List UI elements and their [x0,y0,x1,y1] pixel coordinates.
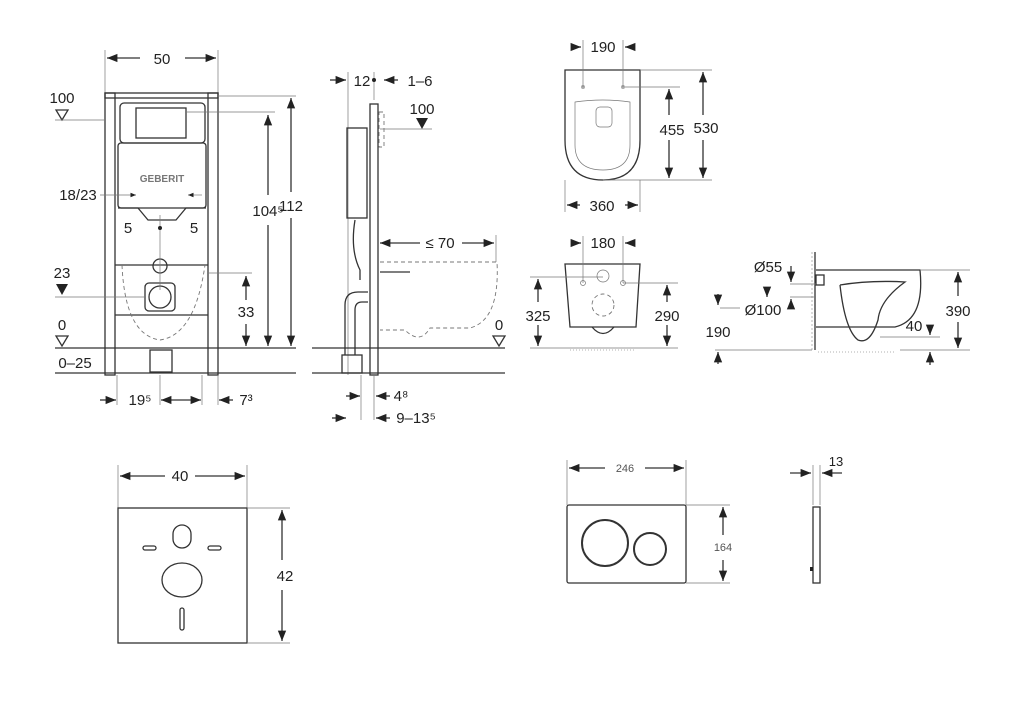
toilet-plan-view: 190 455 530 360 [564,39,719,215]
dim-inner-length: 455 [659,122,684,139]
dim-inner-height: 104⁵ [252,203,283,220]
toilet-side-view: Ø55 Ø100 190 40 390 [705,252,971,365]
dim-hole-spacing-plan: 190 [590,39,615,56]
dim-mat-width: 40 [172,468,189,485]
dim-cutout: 18/23 [59,187,97,204]
dim-plate-width: 246 [616,463,634,475]
dim-inlet-diameter: Ø55 [754,259,782,276]
dim-offset-left: 5 [124,220,132,237]
flush-plate: 246 164 13 [566,454,843,584]
frame-front-view: 50 GEBERIT 100 18/23 5 5 23 0 0–25 [49,50,303,409]
dim-rim-drop: 40 [906,318,923,335]
dim-outlet-diameter: Ø100 [745,302,782,319]
dim-drain-height: 33 [238,304,255,321]
dim-foot-right: 7³ [239,392,252,409]
dim-pipe-range: 9–13⁵ [396,410,436,427]
flush-plate-body [566,504,687,584]
level-floor-side: 0 [495,317,503,334]
brand-logo: GEBERIT [140,174,184,185]
dim-toilet-height: 390 [945,303,970,320]
frame-side-view: 12 1–6 100 ≤ 70 0 4⁸ 9–13⁵ [312,72,507,427]
dim-offset-right: 5 [190,220,198,237]
dim-mat-height: 42 [277,568,294,585]
dim-height-right: 290 [654,308,679,325]
level-top: 100 [49,90,74,107]
flush-button-large [581,519,629,567]
level-drain: 23 [54,265,71,282]
dim-height-left: 325 [525,308,550,325]
dim-plate-height: 164 [714,542,732,554]
dim-hole-spacing-front: 180 [590,235,615,252]
dim-plate-depth: 1–6 [407,73,432,90]
flush-plate-side [812,506,821,584]
dim-pipe-offset: 4⁸ [394,388,409,405]
toilet-front-view: 180 325 290 [525,235,680,351]
dim-bowl-projection: ≤ 70 [425,235,454,252]
level-floor: 0 [58,317,66,334]
sound-mat: 40 42 [117,465,294,644]
dim-outlet-height: 190 [705,324,730,341]
dim-floor-range: 0–25 [58,355,91,372]
dim-total-length: 530 [693,120,718,137]
dim-width-plan: 360 [589,198,614,215]
dim-foot-left: 19⁵ [129,392,152,409]
dim-plate-thickness: 13 [829,454,843,469]
dim-total-height: 112 [279,198,303,215]
level-top-side: 100 [409,101,434,118]
flush-button-small [633,532,667,566]
dim-frame-depth: 12 [354,73,371,90]
dim-frame-width: 50 [154,51,171,68]
